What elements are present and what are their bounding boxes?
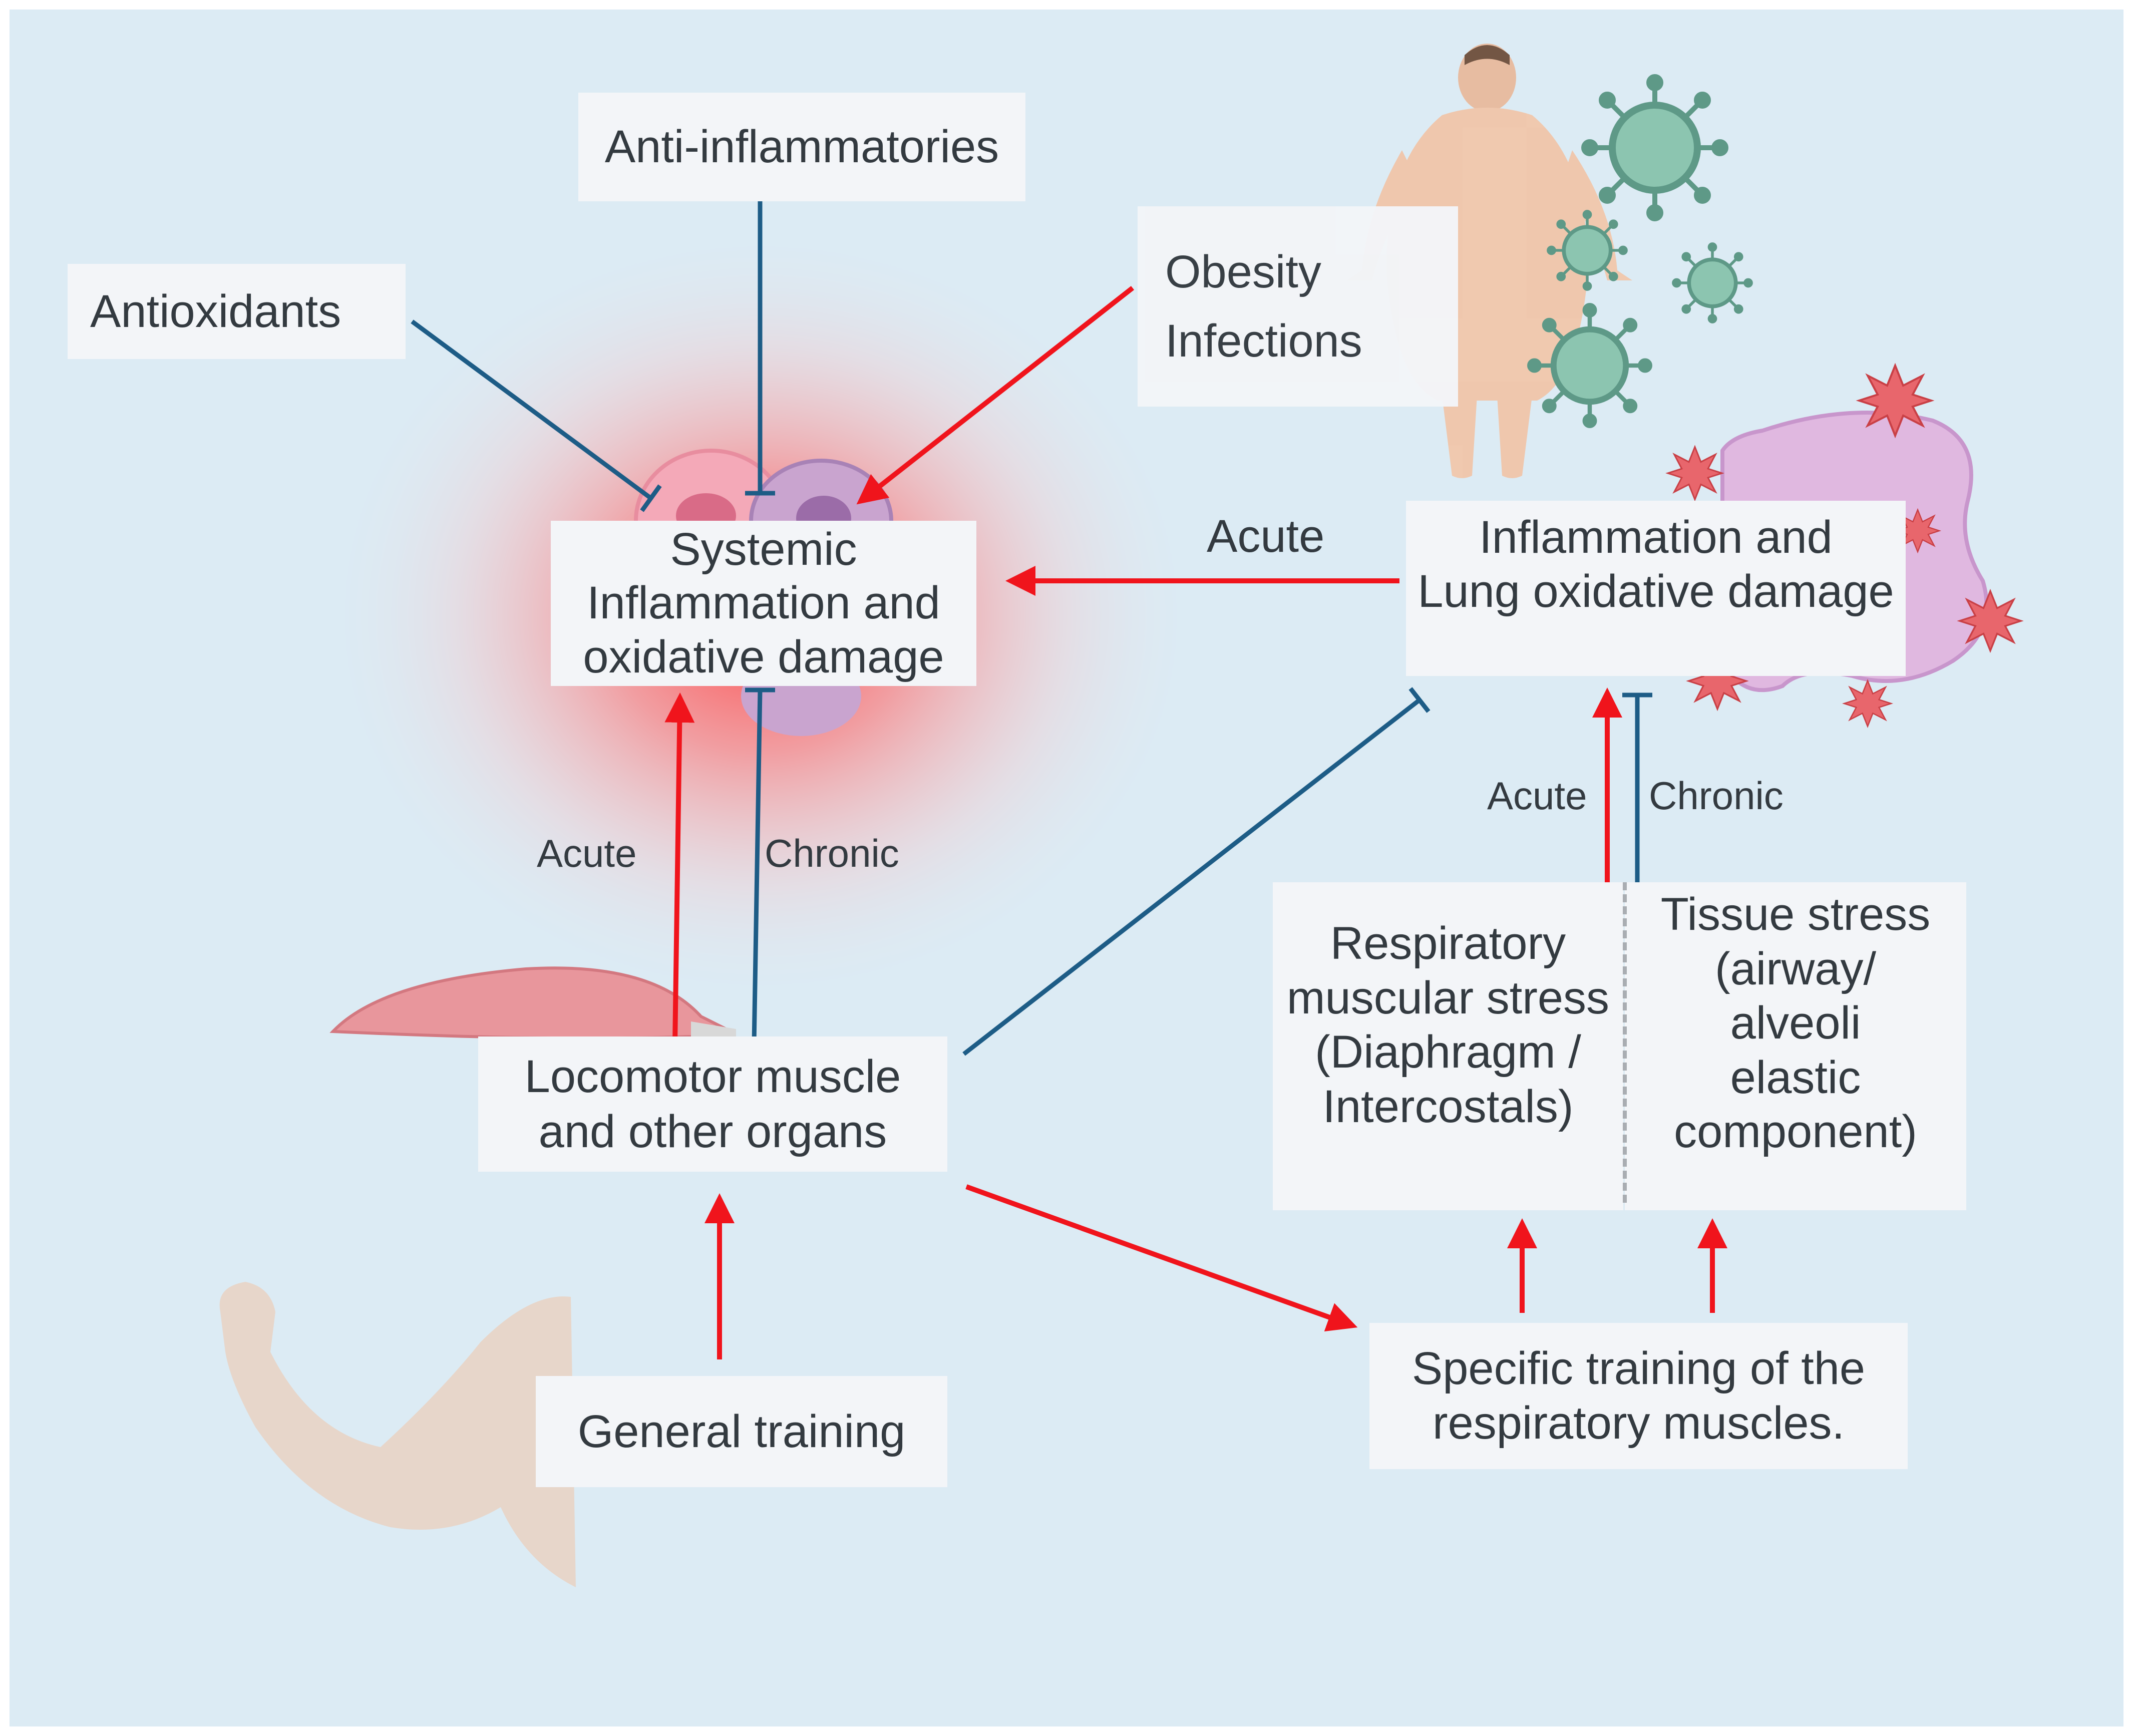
node-specific-training: Specific training of the respiratory mus… bbox=[1369, 1323, 1908, 1469]
inhibit-locomotor-to-lung bbox=[962, 687, 1431, 1056]
virus-icon bbox=[1527, 74, 1753, 428]
label-chronic-locomotor: Chronic bbox=[765, 831, 899, 875]
node-systemic-inflammation: Systemic Inflammation and oxidative dama… bbox=[551, 521, 976, 686]
node-tissue-stress: Tissue stress (airway/ alveoli elastic c… bbox=[1625, 882, 1966, 1210]
inhibit-antioxidants bbox=[411, 319, 662, 512]
node-respiratory-stress: Respiratory muscular stress (Diaphragm /… bbox=[1273, 882, 1623, 1210]
arm-icon bbox=[219, 1282, 576, 1587]
label-acute-lung-systemic: Acute bbox=[1207, 511, 1325, 562]
arrow-locomotor-acute bbox=[664, 692, 695, 1045]
inhibit-locomotor-chronic bbox=[745, 687, 775, 1045]
inhibit-tissue-chronic bbox=[1622, 692, 1652, 882]
arrow-locomotor-to-specific bbox=[965, 1184, 1358, 1331]
label-chronic-respiratory: Chronic bbox=[1649, 774, 1784, 818]
divider-dashed bbox=[1623, 882, 1627, 1203]
node-general-training: General training bbox=[536, 1376, 947, 1487]
node-lung-inflammation: Inflammation and Lung oxidative damage bbox=[1406, 501, 1906, 676]
node-anti-inflammatories: Anti-inflammatories bbox=[578, 93, 1025, 201]
node-obesity-infections: Obesity Infections bbox=[1138, 206, 1458, 407]
node-antioxidants: Antioxidants bbox=[68, 264, 406, 359]
oxygen-radical-icon bbox=[1665, 363, 2024, 729]
inhibit-antiinflammatories bbox=[745, 201, 775, 496]
label-acute-respiratory: Acute bbox=[1487, 774, 1587, 818]
label-acute-locomotor: Acute bbox=[537, 831, 637, 875]
arrow-obesity-to-systemic bbox=[856, 286, 1135, 505]
node-locomotor-muscle: Locomotor muscle and other organs bbox=[478, 1036, 947, 1172]
